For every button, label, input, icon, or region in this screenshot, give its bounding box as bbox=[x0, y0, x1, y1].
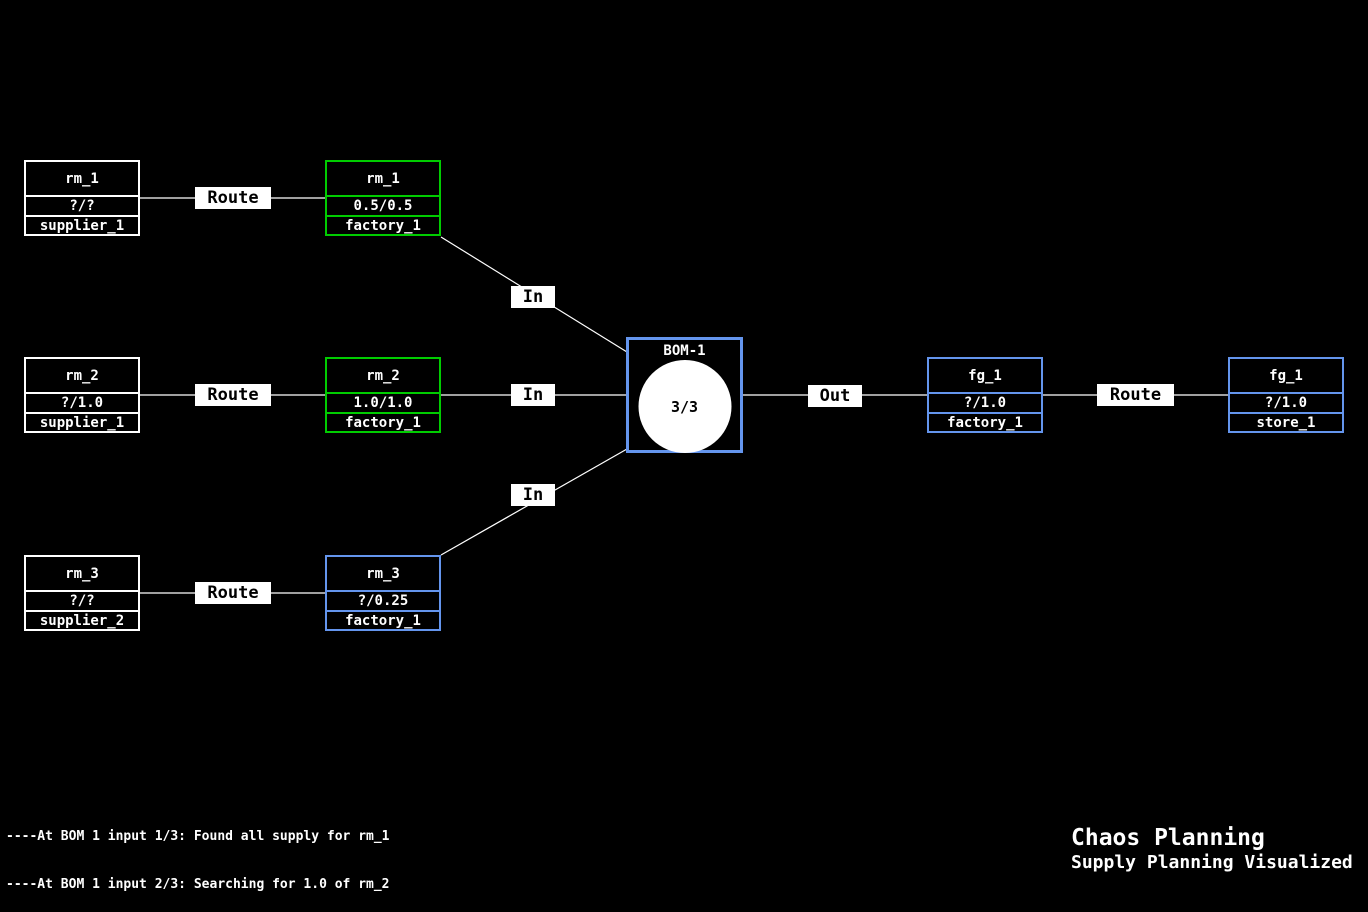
node-rm1-factory1: rm_1 0.5/0.5 factory_1 bbox=[325, 160, 441, 236]
node-quantity: ?/? bbox=[26, 590, 138, 610]
edge-label-route-rm3: Route bbox=[195, 582, 271, 604]
app-title: Chaos Planning bbox=[1071, 825, 1265, 851]
node-fg1-store1: fg_1 ?/1.0 store_1 bbox=[1228, 357, 1344, 433]
node-title: fg_1 bbox=[1269, 367, 1303, 384]
node-location: factory_1 bbox=[929, 412, 1041, 431]
node-quantity: ?/1.0 bbox=[1230, 392, 1342, 412]
node-location: factory_1 bbox=[327, 412, 439, 431]
bom-progress-text: 3/3 bbox=[670, 397, 699, 416]
node-title: rm_3 bbox=[366, 565, 400, 582]
node-quantity: ?/? bbox=[26, 195, 138, 215]
edge-label-out: Out bbox=[808, 385, 862, 407]
log-line: ----At BOM 1 input 2/3: Searching for 1.… bbox=[6, 877, 390, 892]
edge-label-in-rm1: In bbox=[511, 286, 555, 308]
node-location: supplier_1 bbox=[26, 412, 138, 431]
edge-label-route-rm2: Route bbox=[195, 384, 271, 406]
node-fg1-factory1: fg_1 ?/1.0 factory_1 bbox=[927, 357, 1043, 433]
node-rm3-factory1: rm_3 ?/0.25 factory_1 bbox=[325, 555, 441, 631]
node-rm3-supplier2: rm_3 ?/? supplier_2 bbox=[24, 555, 140, 631]
log-line: ----At BOM 1 input 1/3: Found all supply… bbox=[6, 829, 390, 844]
node-quantity: ?/1.0 bbox=[26, 392, 138, 412]
node-title: rm_2 bbox=[65, 367, 99, 384]
node-title: rm_1 bbox=[366, 170, 400, 187]
edge-label-in-rm2: In bbox=[511, 384, 555, 406]
node-title: rm_2 bbox=[366, 367, 400, 384]
node-quantity: 1.0/1.0 bbox=[327, 392, 439, 412]
bom-progress-circle: 3/3 bbox=[638, 360, 731, 453]
bom-label: BOM-1 bbox=[663, 343, 706, 359]
node-location: supplier_2 bbox=[26, 610, 138, 629]
app-subtitle: Supply Planning Visualized bbox=[1071, 852, 1353, 873]
node-title: rm_1 bbox=[65, 170, 99, 187]
node-location: factory_1 bbox=[327, 215, 439, 234]
node-quantity: ?/0.25 bbox=[327, 590, 439, 610]
node-bom-1: BOM-1 3/3 bbox=[626, 337, 743, 453]
node-quantity: 0.5/0.5 bbox=[327, 195, 439, 215]
node-title: fg_1 bbox=[968, 367, 1002, 384]
edge-label-in-rm3: In bbox=[511, 484, 555, 506]
node-rm2-factory1: rm_2 1.0/1.0 factory_1 bbox=[325, 357, 441, 433]
node-rm2-supplier1: rm_2 ?/1.0 supplier_1 bbox=[24, 357, 140, 433]
edge-label-route-fg: Route bbox=[1097, 384, 1174, 406]
node-location: supplier_1 bbox=[26, 215, 138, 234]
title-block: Chaos Planning Supply Planning Visualize… bbox=[1071, 824, 1353, 874]
node-title: rm_3 bbox=[65, 565, 99, 582]
node-location: store_1 bbox=[1230, 412, 1342, 431]
node-quantity: ?/1.0 bbox=[929, 392, 1041, 412]
planning-log: ----At BOM 1 input 1/3: Found all supply… bbox=[6, 797, 452, 912]
node-rm1-supplier1: rm_1 ?/? supplier_1 bbox=[24, 160, 140, 236]
node-location: factory_1 bbox=[327, 610, 439, 629]
edge-label-route-rm1: Route bbox=[195, 187, 271, 209]
